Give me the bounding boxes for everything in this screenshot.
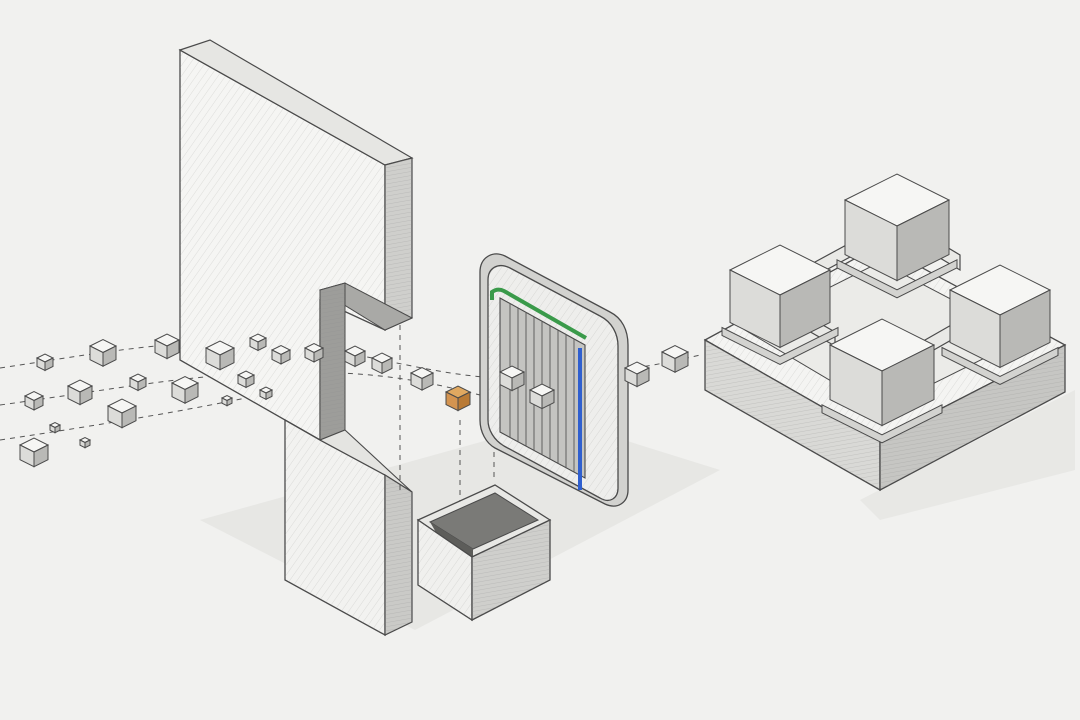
data-cube xyxy=(78,436,92,449)
cluster-node xyxy=(843,173,951,282)
data-cube xyxy=(220,394,234,407)
node-pedestal xyxy=(941,346,1059,386)
cluster-node xyxy=(828,318,936,427)
barrier-wall xyxy=(178,39,414,637)
data-cube xyxy=(498,365,526,392)
data-cube xyxy=(170,375,200,404)
node-pedestal xyxy=(836,258,958,299)
data-cube xyxy=(370,352,394,375)
data-cube-stream xyxy=(18,333,690,468)
data-cube xyxy=(409,366,435,391)
data-cube xyxy=(128,373,148,392)
data-cube xyxy=(23,390,45,411)
data-cube xyxy=(153,333,181,360)
cluster-nodes xyxy=(721,173,1059,444)
data-cube xyxy=(88,338,118,367)
node-pedestal xyxy=(721,326,839,366)
data-cube xyxy=(303,342,325,363)
node-pedestal xyxy=(821,403,943,444)
rejected-cube xyxy=(444,385,472,412)
cluster-node xyxy=(728,244,832,349)
reject-bin xyxy=(416,484,552,622)
cluster-node xyxy=(948,264,1052,369)
data-cube xyxy=(623,361,651,388)
data-cube xyxy=(66,379,94,406)
data-cube xyxy=(35,353,55,372)
data-cube xyxy=(343,345,367,368)
data-cube xyxy=(106,398,138,429)
data-cube xyxy=(258,386,274,401)
filter-green-edge xyxy=(490,287,587,340)
data-cube xyxy=(204,340,236,371)
data-cube xyxy=(48,421,62,434)
data-cube xyxy=(236,370,256,389)
data-cube xyxy=(248,333,268,352)
data-cube xyxy=(528,383,556,410)
data-cube xyxy=(18,437,50,468)
data-cube xyxy=(270,344,292,365)
data-cube xyxy=(660,344,690,373)
